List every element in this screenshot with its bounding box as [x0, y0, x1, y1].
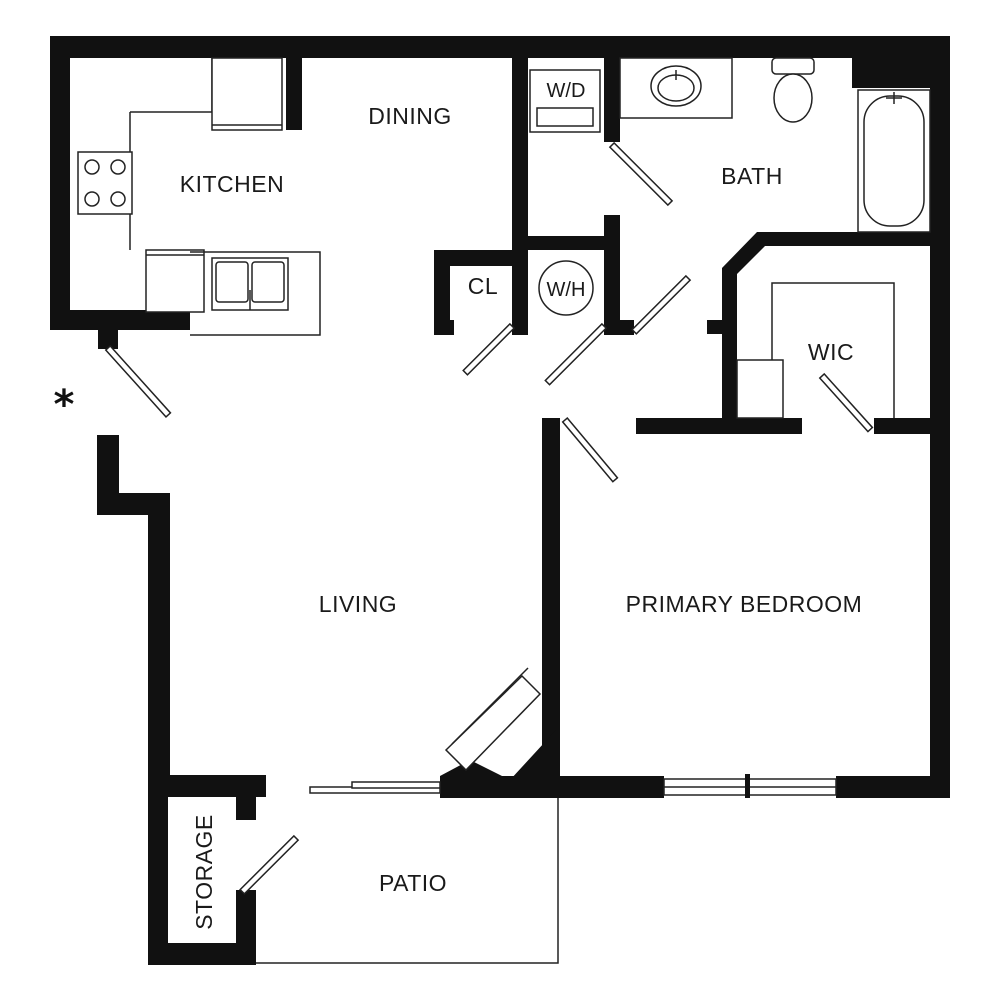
vanity: [619, 57, 733, 119]
stove: [77, 151, 133, 215]
wall-wd: [604, 58, 620, 142]
washer-dryer: [529, 69, 601, 133]
wall-kitchen-partition: [286, 58, 302, 130]
closet-door[interactable]: [462, 322, 516, 376]
wall-right: [930, 36, 950, 798]
bath-door[interactable]: [608, 141, 674, 207]
burner-icon: [84, 159, 100, 175]
sink-basin-right: [251, 261, 285, 303]
storage-door[interactable]: [239, 834, 300, 895]
wall-wh-right: [604, 215, 620, 335]
wic-door[interactable]: [818, 372, 874, 433]
walls: [50, 36, 950, 965]
wall-kitchen-bottom: [50, 310, 190, 330]
wall-wic-jamb: [707, 320, 727, 334]
label-wic: WIC: [808, 339, 854, 365]
entry-marker-icon: *: [54, 382, 75, 428]
wall-closet-top: [434, 250, 528, 266]
bath-fixtures: [529, 57, 931, 233]
doors[interactable]: [104, 141, 874, 895]
wall-storage-jamb: [236, 775, 256, 820]
wall-bedroom-top-left: [636, 418, 802, 434]
kitchen-island: [190, 251, 321, 336]
refrigerator: [211, 57, 283, 131]
sink-basin-left: [215, 261, 249, 303]
water-heater-door[interactable]: [544, 322, 608, 386]
burner-icon: [110, 191, 126, 207]
label-primary-bedroom: PRIMARY BEDROOM: [626, 591, 863, 617]
wall-bedroom-left: [542, 418, 560, 798]
wall-left-lower: [148, 493, 170, 793]
wall-storage-left: [148, 775, 168, 965]
wall-bedroom-bottom-left: [542, 776, 664, 798]
label-patio: PATIO: [379, 870, 447, 896]
wic-shelf: [771, 282, 895, 418]
wall-top: [50, 36, 950, 58]
label-bath: BATH: [721, 163, 783, 189]
water-heater-icon: [538, 260, 594, 316]
wall-entry-jamb-top: [98, 325, 118, 349]
label-washer-dryer: W/D: [547, 80, 586, 102]
kitchen-fixtures: [77, 57, 321, 336]
wall-closet-jamb-left: [434, 320, 454, 335]
wall-storage-bottom: [148, 943, 256, 965]
label-storage: STORAGE: [191, 814, 217, 930]
entry-door[interactable]: [104, 344, 172, 418]
wic-storage: [736, 359, 784, 419]
dishwasher: [145, 249, 205, 313]
bathtub: [857, 89, 931, 233]
burner-icon: [84, 191, 100, 207]
wall-left-upper: [50, 36, 70, 330]
wall-wic-angled: [722, 232, 930, 418]
closet-fixtures: [538, 260, 895, 419]
burner-icon: [110, 159, 126, 175]
patio-railing: [256, 798, 559, 964]
bedroom-window-mullion: [745, 774, 750, 798]
wall-wh-jamb: [604, 320, 634, 335]
wall-closet-left: [434, 250, 450, 335]
kitchen-counter: [130, 58, 213, 113]
label-closet: CL: [468, 273, 498, 299]
toilet-tank: [771, 57, 815, 75]
windows: [256, 774, 837, 964]
label-water-heater: W/H: [547, 279, 586, 301]
toilet-icon: [773, 73, 813, 123]
label-dining: DINING: [368, 103, 452, 129]
wall-bedroom-bottom-right: [836, 776, 950, 798]
wall-storage-right-lower: [236, 890, 256, 965]
wall-bedroom-top-right: [874, 418, 950, 434]
sink-icon: [650, 65, 702, 107]
wall-dining-bath: [512, 58, 528, 248]
label-living: LIVING: [319, 591, 397, 617]
wall-closet-right: [512, 250, 528, 335]
room-labels: KITCHEN DINING W/D BATH CL W/H WIC LIVIN…: [54, 80, 863, 930]
patio-slider-panel: [351, 781, 441, 789]
wall-hall-top: [512, 236, 612, 250]
wall-corner-block: [440, 730, 556, 798]
bedroom-corner-shelf: [444, 674, 542, 772]
label-kitchen: KITCHEN: [180, 171, 284, 197]
hall-door[interactable]: [631, 274, 692, 335]
bedroom-door[interactable]: [561, 417, 619, 483]
